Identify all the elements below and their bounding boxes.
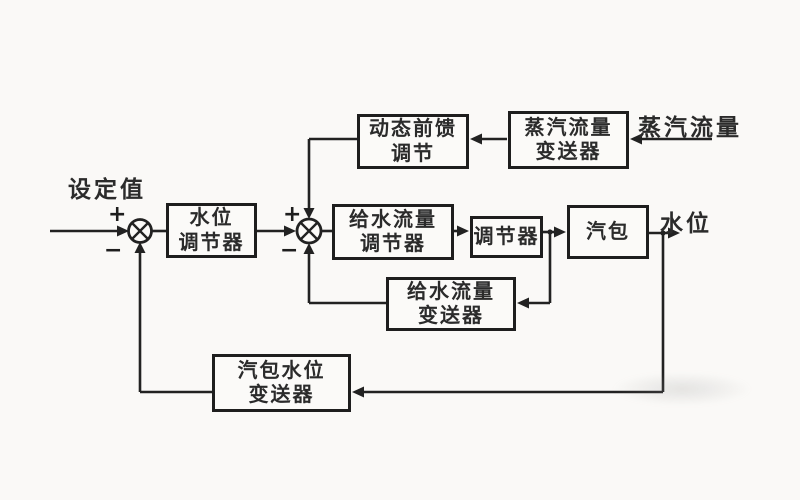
arrowheads bbox=[117, 133, 680, 398]
block-feedwater-flow-controller-line1: 给水流量 bbox=[349, 208, 437, 231]
block-feedwater-flow-transmitter-line2: 变送器 bbox=[418, 305, 484, 327]
block-drum-level-transmitter-line1: 汽包水位 bbox=[237, 359, 326, 382]
arrow-into-feedforward bbox=[470, 133, 482, 145]
arrow-into-j1 bbox=[117, 225, 129, 237]
sign-minus-junction2: − bbox=[280, 238, 299, 263]
arrow-into-steam-transmitter bbox=[630, 133, 642, 145]
block-feedwater-flow-transmitter: 给水流量 变送器 bbox=[386, 277, 516, 331]
block-regulator-line1: 调节器 bbox=[473, 225, 540, 248]
arrow-into-j2-top bbox=[303, 208, 315, 219]
label-water-level: 水位 bbox=[660, 211, 712, 236]
arrow-into-j2-left bbox=[284, 225, 296, 237]
block-drum-level-transmitter: 汽包水位 变送器 bbox=[212, 354, 351, 412]
block-steam-flow-transmitter: 蒸汽流量 变送器 bbox=[508, 111, 629, 169]
block-feedforward-line1: 动态前馈 bbox=[369, 118, 457, 141]
block-feedwater-flow-controller: 给水流量 调节器 bbox=[332, 204, 454, 260]
line-branch-to-fw-transmitter bbox=[527, 232, 552, 305]
block-regulator: 调节器 bbox=[470, 216, 543, 258]
block-feedwater-flow-controller-line2: 调节器 bbox=[360, 233, 426, 255]
summing-junctions bbox=[127, 217, 323, 245]
arrow-into-drum bbox=[554, 226, 566, 238]
branch-dot-waterlevel bbox=[660, 230, 666, 236]
block-feedwater-flow-transmitter-line1: 给水流量 bbox=[407, 280, 495, 303]
sign-plus-junction1: + bbox=[108, 202, 127, 227]
connector-lines bbox=[50, 137, 712, 394]
sign-plus-junction2: + bbox=[283, 202, 302, 227]
label-setpoint: 设定值 bbox=[68, 177, 146, 202]
block-steam-flow-transmitter-line1: 蒸汽流量 bbox=[524, 116, 613, 139]
line-feedforward-to-j2 bbox=[307, 137, 358, 209]
block-drum-level-transmitter-line2: 变送器 bbox=[248, 384, 315, 406]
arrow-water-level-output bbox=[668, 227, 680, 239]
arrow-into-drumlevel-transmitter bbox=[352, 386, 364, 398]
arrow-into-fw-transmitter bbox=[517, 297, 529, 309]
block-feedforward-line2: 调节 bbox=[391, 142, 435, 165]
block-level-controller-line2: 调节器 bbox=[178, 231, 245, 254]
block-steam-drum: 汽包 bbox=[567, 205, 649, 259]
watermark-smudge bbox=[612, 372, 752, 406]
line-branch-to-drumlevel-transmitter bbox=[362, 233, 665, 394]
arrow-into-j1-bottom bbox=[134, 242, 146, 253]
branch-dot-feedwater bbox=[547, 229, 553, 235]
line-fw-transmitter-to-j2 bbox=[307, 253, 387, 305]
block-steam-flow-transmitter-line2: 变送器 bbox=[535, 141, 602, 163]
arrow-into-regulator bbox=[457, 225, 469, 237]
line-drumlevel-transmitter-to-j1 bbox=[138, 253, 213, 394]
label-steam-flow: 蒸汽流量 bbox=[638, 115, 742, 140]
block-level-controller: 水位 调节器 bbox=[166, 203, 257, 258]
arrow-into-j2-bottom bbox=[303, 243, 315, 254]
summing-junction-2 bbox=[295, 217, 323, 245]
sign-minus-junction1: − bbox=[104, 238, 123, 263]
block-level-controller-line1: 水位 bbox=[189, 207, 234, 230]
summing-junction-1 bbox=[127, 218, 153, 244]
block-feedforward: 动态前馈 调节 bbox=[357, 114, 469, 169]
block-steam-drum-line1: 汽包 bbox=[586, 220, 630, 243]
